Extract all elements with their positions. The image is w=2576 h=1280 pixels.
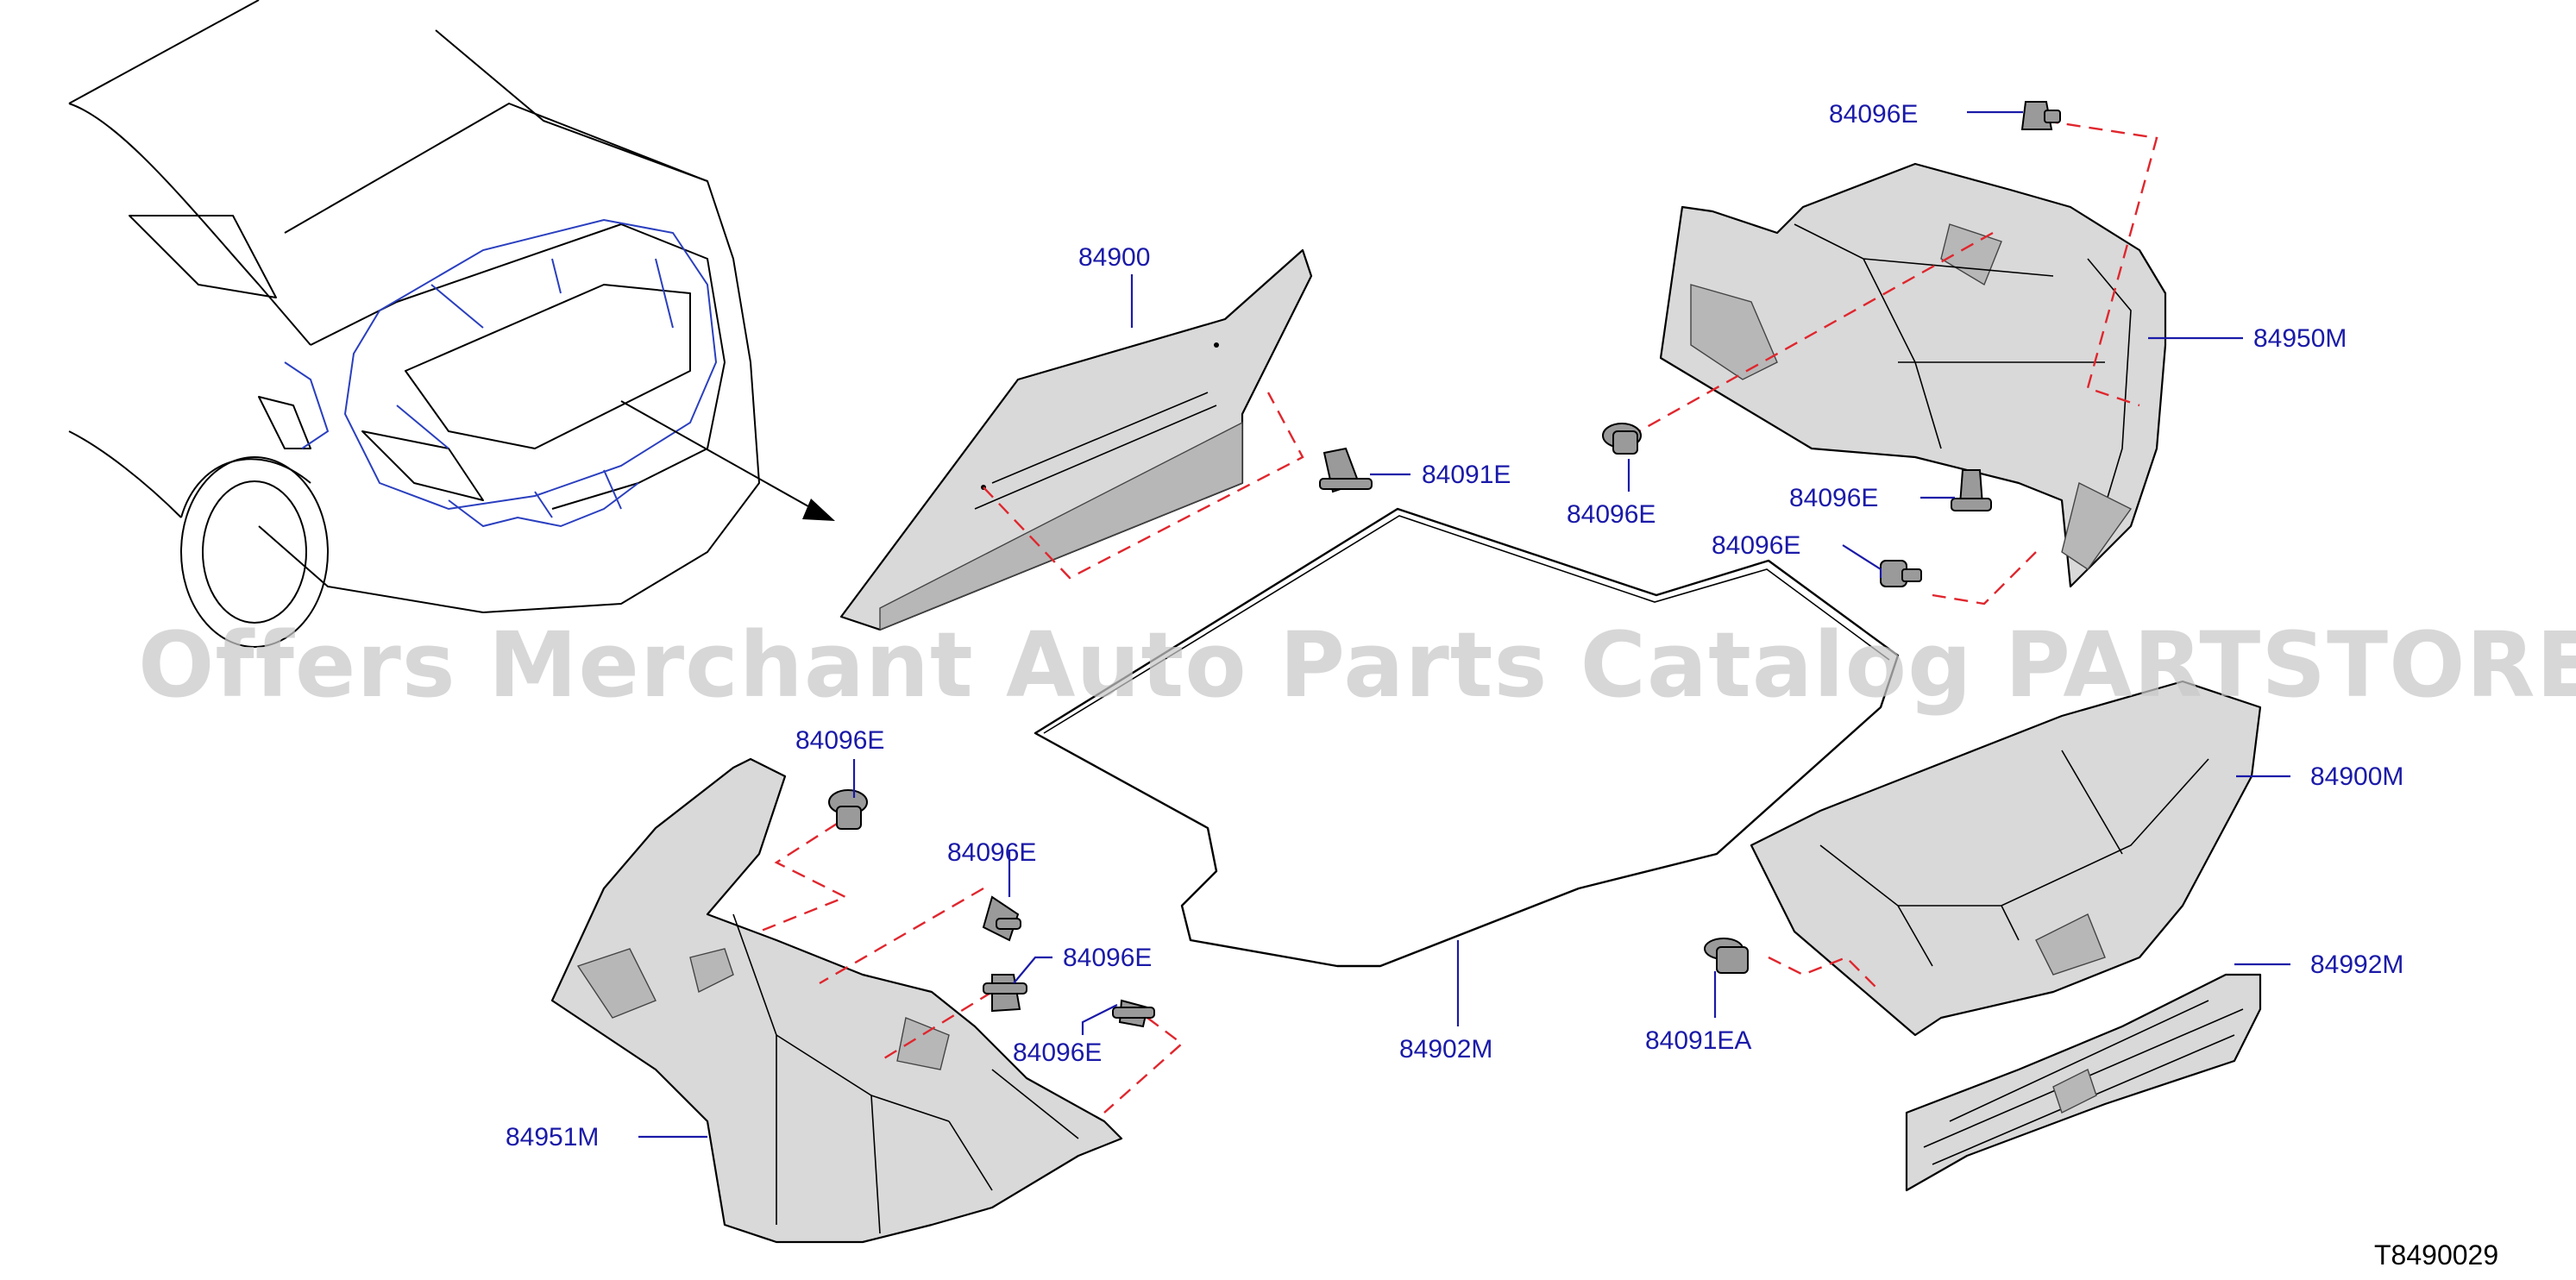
clip-84096E-rmid-low (1880, 560, 1922, 587)
left-side-trim-84951M (550, 757, 1123, 1244)
clip-84096E-left-3 (983, 974, 1027, 1013)
clip-84096E-left-1 (828, 789, 868, 830)
clip-link-84900 (983, 392, 1304, 580)
callout-84900M: 84900M (2310, 762, 2403, 791)
callout-84091E: 84091E (1422, 461, 1511, 489)
clip-84091EA (1704, 938, 1749, 974)
watermark-text: Offers Merchant Auto Parts Catalog PARTS… (138, 612, 2576, 718)
callout-84096E-left-2: 84096E (947, 838, 1036, 867)
callout-84096E-left-1: 84096E (795, 726, 884, 755)
callout-84096E-rmid-low: 84096E (1712, 531, 1800, 560)
callout-84096E-rmid-center: 84096E (1789, 484, 1878, 512)
rear-sill-plate-84992M (1905, 973, 2262, 1192)
callout-84950M: 84950M (2253, 324, 2347, 353)
callout-84096E-top: 84096E (1829, 100, 1918, 129)
callout-84096E-left-4: 84096E (1013, 1038, 1102, 1067)
clip-84096E-left-2 (982, 895, 1021, 942)
right-side-trim-84950M (1659, 162, 2167, 588)
callout-84096E-left-3: 84096E (1063, 944, 1152, 972)
clip-84096E-left-4 (1112, 999, 1155, 1028)
trunk-mat-84902M (1034, 507, 1900, 968)
callout-84091EA: 84091EA (1645, 1026, 1751, 1055)
callout-84992M: 84992M (2310, 951, 2403, 979)
clip-link-84951M (758, 822, 1184, 1114)
parcel-shelf-84900 (839, 248, 1313, 631)
clip-84096E-rmid-center (1951, 469, 1992, 511)
callout-84900: 84900 (1078, 243, 1150, 272)
trunk-lid-finisher-84900M (1750, 680, 2262, 1037)
callout-84096E-rmid-left: 84096E (1567, 500, 1656, 529)
clip-84096E-rmid-left (1602, 423, 1642, 455)
vehicle-rear-illustration (68, 0, 835, 648)
clip-84091E (1319, 447, 1373, 493)
leader-lines (638, 110, 2290, 1139)
callout-84902M: 84902M (1399, 1035, 1492, 1064)
clip-link-84950M (1638, 119, 2158, 605)
clip-84096E-top (2020, 101, 2061, 130)
callout-84951M: 84951M (506, 1123, 599, 1151)
trunk-mat-inner-edge (1043, 515, 1890, 734)
drawing-code: T8490029 (2374, 1239, 2498, 1271)
